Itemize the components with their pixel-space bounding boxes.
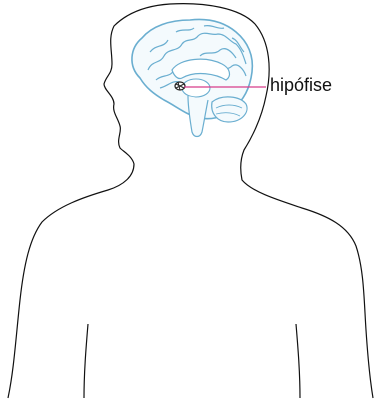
pituitary-gland bbox=[175, 82, 185, 90]
cerebellum bbox=[212, 97, 247, 122]
brainstem bbox=[188, 96, 208, 137]
right-arm-line bbox=[296, 324, 300, 398]
brain bbox=[132, 20, 252, 137]
pituitary-label: hipófise bbox=[270, 76, 332, 94]
left-arm-line bbox=[84, 324, 88, 398]
thalamus bbox=[182, 79, 210, 97]
